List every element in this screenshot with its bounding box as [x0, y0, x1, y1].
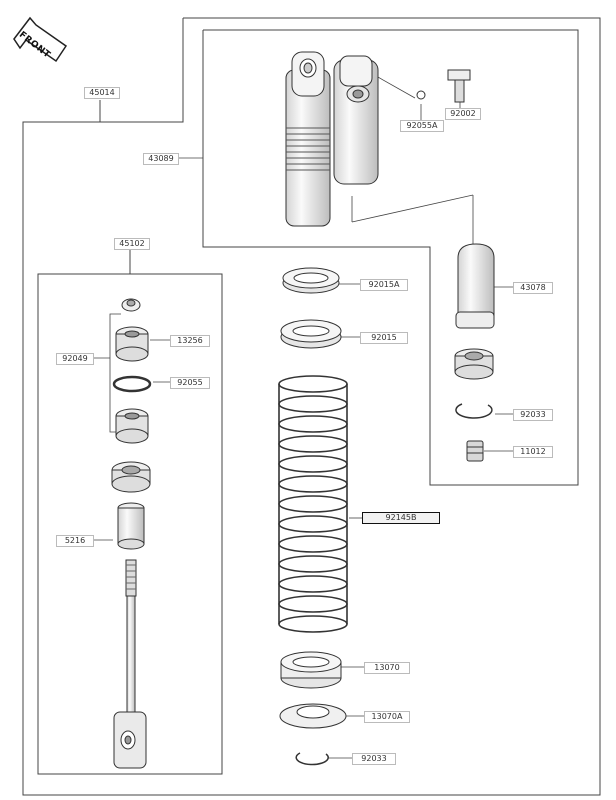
callout-43089[interactable]: 43089 — [143, 153, 179, 165]
callout-5216[interactable]: 5216 — [56, 535, 94, 547]
callout-13070a[interactable]: 13070A — [364, 711, 410, 723]
callout-13256[interactable]: 13256 — [170, 335, 210, 347]
cap-drawing — [454, 348, 494, 380]
callout-92033-bottom[interactable]: 92033 — [352, 753, 396, 765]
callout-92002[interactable]: 92002 — [445, 108, 481, 120]
callout-92015a[interactable]: 92015A — [360, 279, 408, 291]
callout-92033-top[interactable]: 92033 — [513, 409, 553, 421]
callout-13070[interactable]: 13070 — [364, 662, 410, 674]
callout-92145b[interactable]: 92145B — [362, 512, 440, 524]
spring-seat-drawing — [280, 651, 342, 689]
piston-box — [37, 248, 223, 775]
piston-rod-drawing — [113, 559, 147, 769]
locknut-a-drawing — [282, 267, 340, 294]
callout-92055[interactable]: 92055 — [170, 377, 210, 389]
shock-body-drawing — [285, 51, 471, 227]
callout-92055a[interactable]: 92055A — [400, 120, 444, 132]
valve-drawing — [466, 440, 484, 462]
callout-45014[interactable]: 45014 — [84, 87, 120, 99]
callout-45102[interactable]: 45102 — [114, 238, 150, 250]
front-arrow-icon — [13, 16, 68, 63]
callout-11012[interactable]: 11012 — [513, 446, 553, 458]
circlip-drawing — [295, 752, 329, 766]
callout-43078[interactable]: 43078 — [513, 282, 553, 294]
assembly-boundary-45014 — [22, 17, 601, 796]
bladder-drawing — [455, 243, 495, 329]
locknut-drawing — [280, 319, 342, 349]
piston-parts-drawing — [111, 298, 152, 550]
spring-drawing — [278, 375, 348, 633]
snap-ring-drawing — [455, 403, 493, 419]
spring-seat-a-drawing — [279, 703, 347, 729]
reservoir-box — [202, 29, 579, 486]
callout-92015[interactable]: 92015 — [360, 332, 408, 344]
callout-92049[interactable]: 92049 — [56, 353, 94, 365]
